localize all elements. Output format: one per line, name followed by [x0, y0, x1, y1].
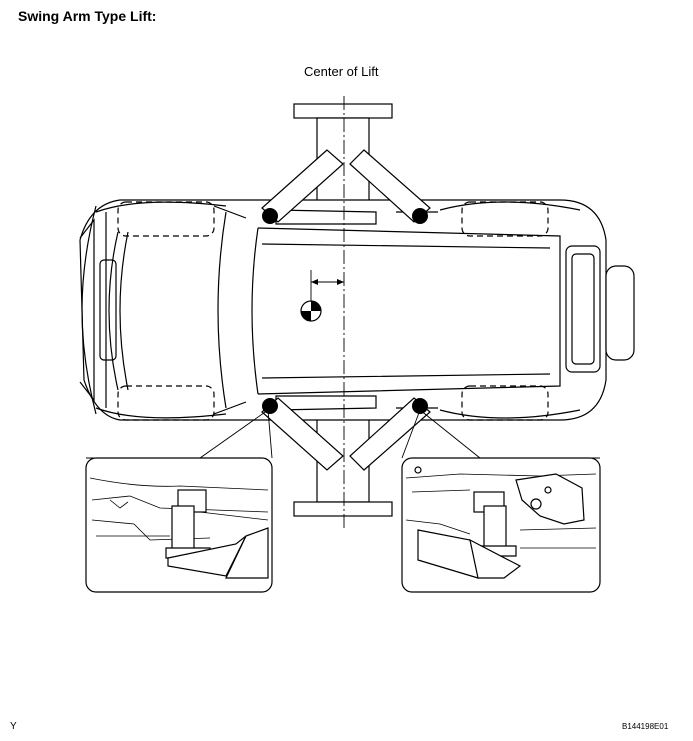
figure-code: B144198E01 [622, 722, 669, 731]
dimension-l [310, 270, 344, 304]
vehicle-outline [79, 199, 635, 421]
lift-point-front-lower [262, 398, 278, 414]
lift-point-rear-lower [412, 398, 428, 414]
swing-arm-rear-upper [349, 149, 431, 223]
page-title: Swing Arm Type Lift: [18, 8, 157, 24]
center-of-gravity-icon [300, 300, 322, 322]
swing-arm-front-upper [261, 149, 344, 223]
wheel-outlines [117, 201, 549, 421]
corner-code-left: Y [10, 721, 17, 732]
detail-view-rear [401, 457, 601, 593]
center-of-lift-label: Center of Lift [304, 64, 379, 79]
lift-point-front-upper [262, 208, 278, 224]
lift-point-rear-upper [412, 208, 428, 224]
lift-point-markers [262, 208, 428, 414]
detail-view-front [85, 457, 273, 593]
